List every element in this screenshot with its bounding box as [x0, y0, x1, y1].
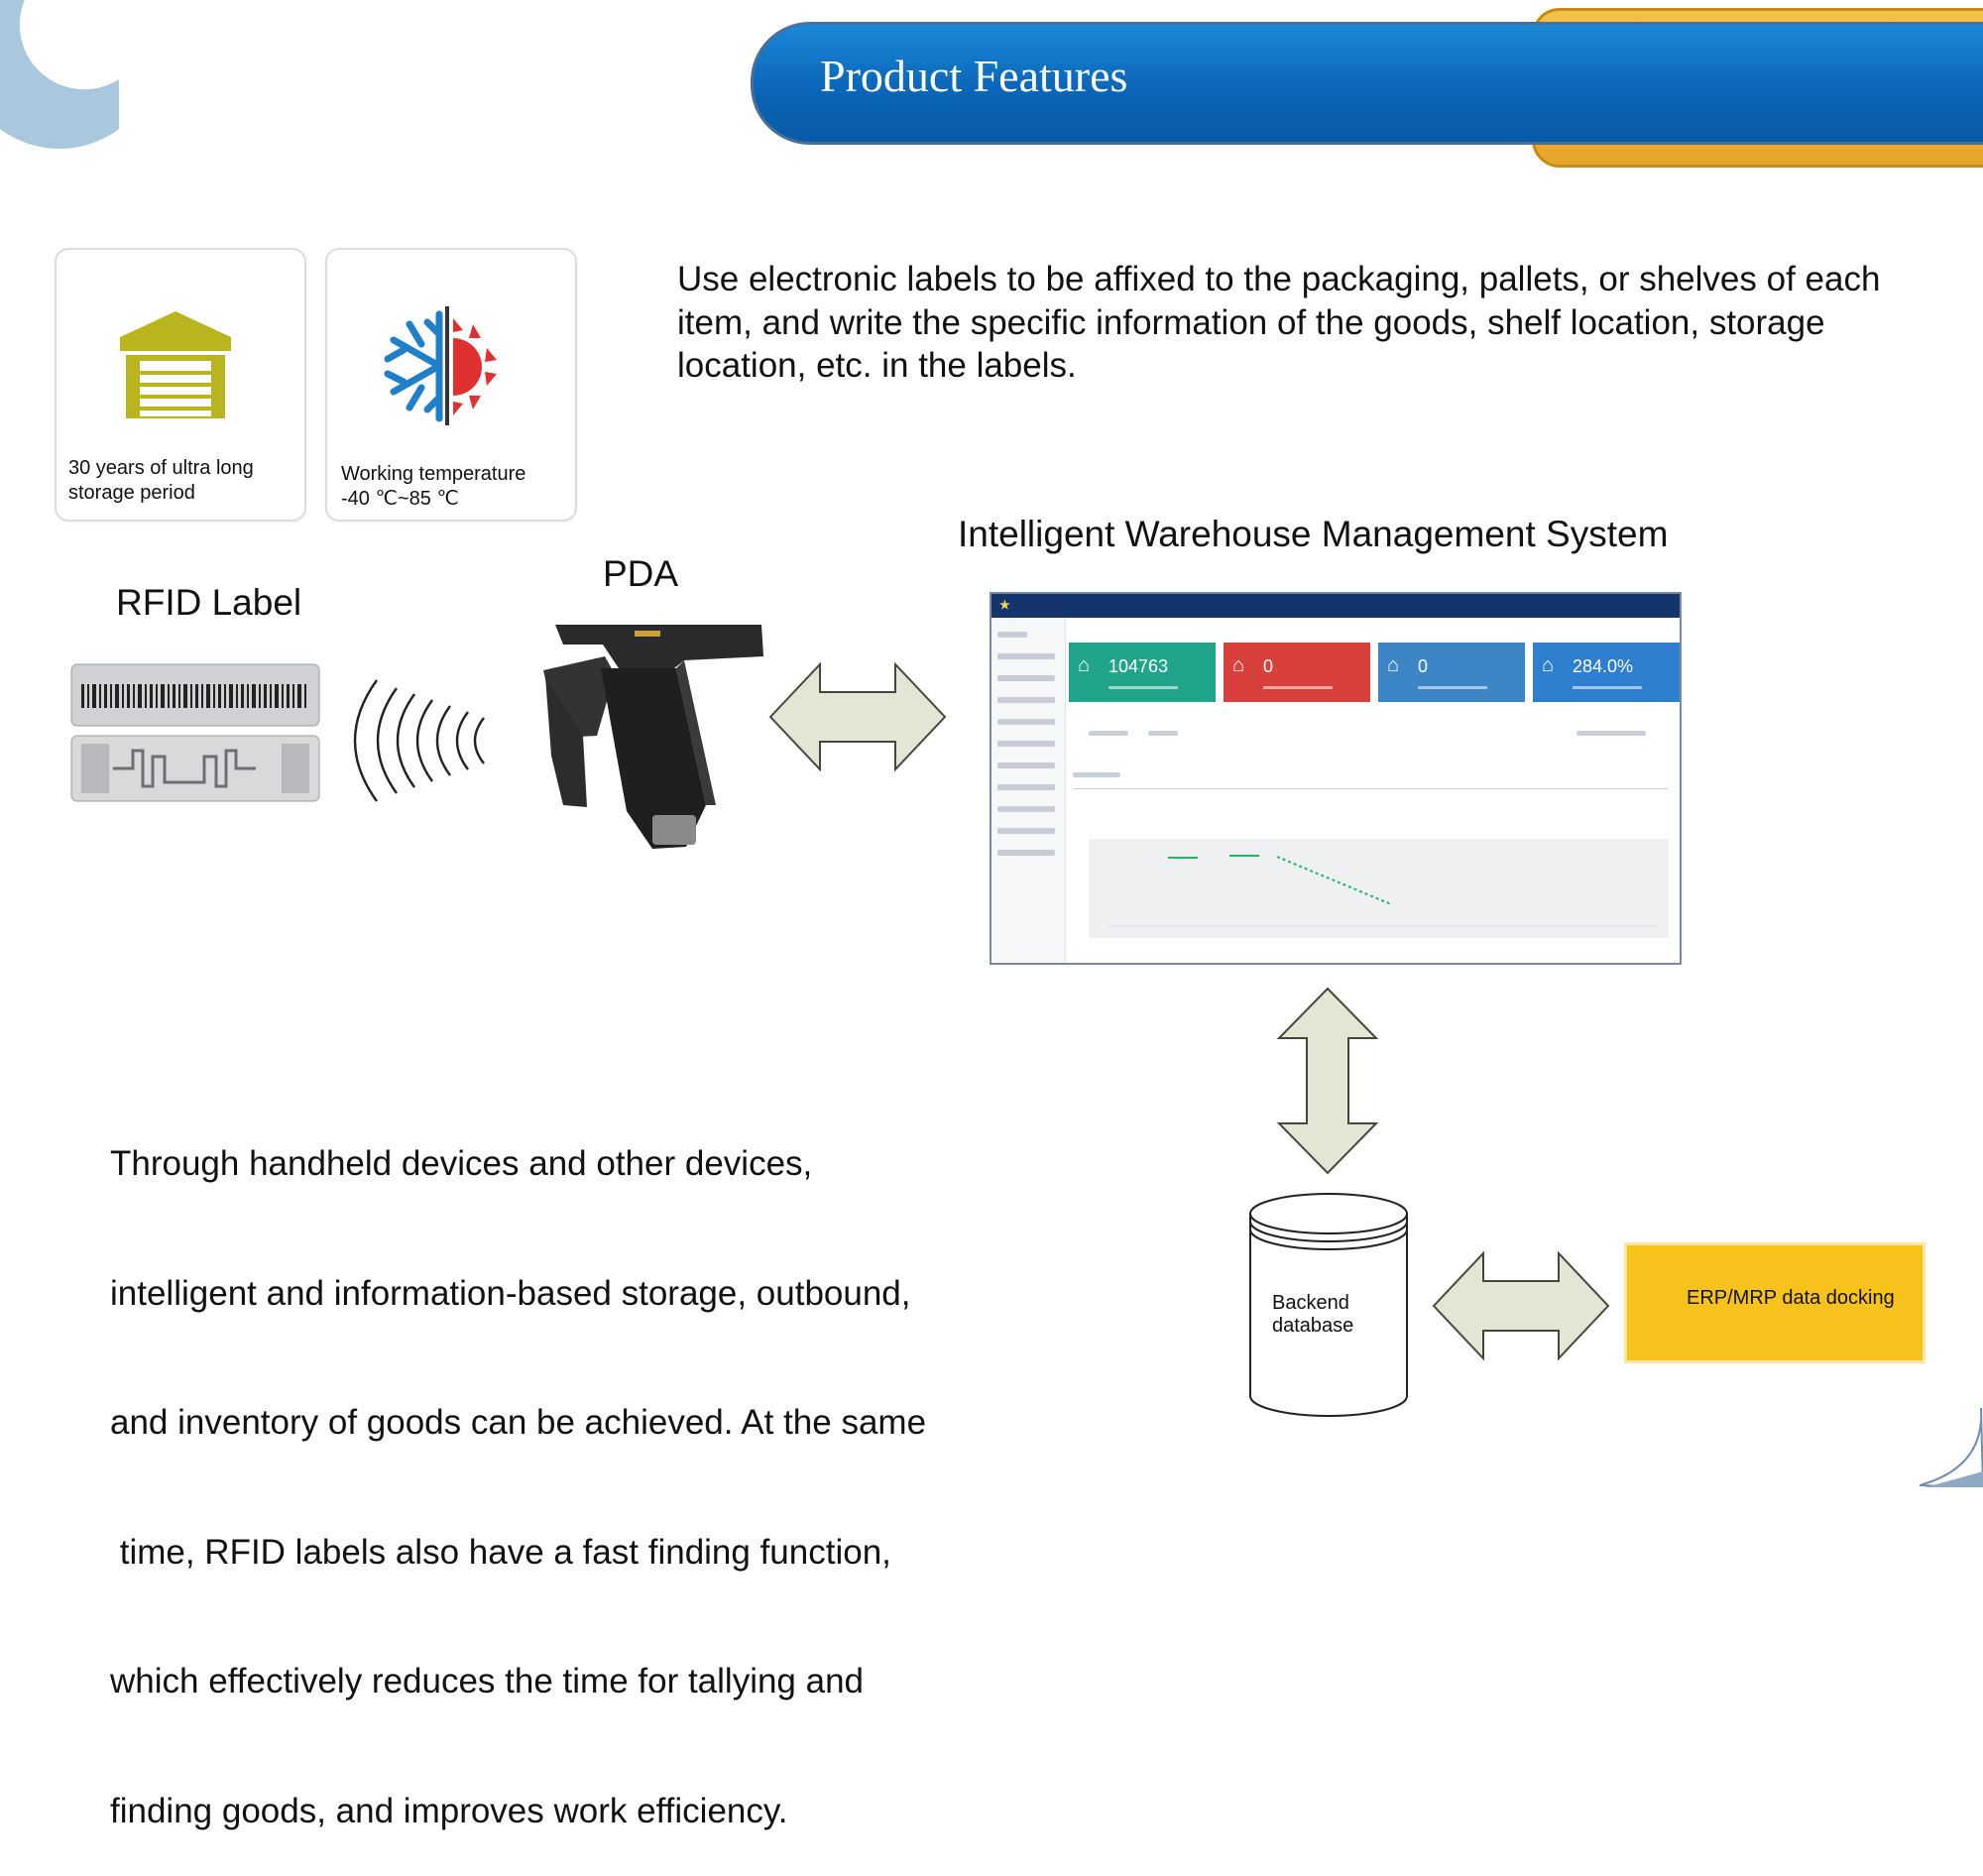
rfid-label-title: RFID Label [116, 582, 302, 623]
corner-decoration [1920, 1408, 1983, 1487]
feature-card-storage: 30 years of ultra long storage period [55, 248, 306, 522]
crescent-decoration [0, 0, 119, 149]
dashboard-stat-card: ⌂ 0 [1224, 643, 1370, 702]
dashboard-stat-card: ⌂ 0 [1378, 643, 1525, 702]
double-arrow-horizontal-db [1432, 1251, 1610, 1360]
database-cylinder-icon [1249, 1193, 1408, 1417]
system-title: Intelligent Warehouse Management System [958, 514, 1669, 554]
pda-title: PDA [603, 553, 679, 594]
feature-card-temperature: Working temperature -40 ℃~85 ℃ [325, 248, 577, 522]
dashboard-stat-card: ⌂ 104763 [1069, 643, 1216, 702]
double-arrow-vertical [1277, 987, 1378, 1175]
snowflake-sun-icon [384, 306, 497, 425]
warehouse-dashboard-screenshot: ★ ⌂ 104763 ⌂ 0 ⌂ 0 ⌂ 284.0% [990, 592, 1682, 965]
erp-mrp-box [1627, 1245, 1923, 1360]
summary-paragraph: Through handheld devices and other devic… [110, 1144, 927, 1830]
feature-text: Working temperature -40 ℃~85 ℃ [341, 463, 526, 510]
radio-waves-icon [353, 679, 485, 802]
page-title: Product Features [820, 51, 1128, 101]
intro-paragraph: Use electronic labels to be affixed to t… [677, 260, 1881, 385]
dashboard-line-chart [1089, 839, 1669, 938]
warehouse-icon [120, 311, 231, 418]
title-banner [751, 22, 1983, 145]
erp-mrp-label: ERP/MRP data docking [1687, 1287, 1895, 1309]
dashboard-logo: ★ [999, 598, 1010, 612]
database-label: Backend database [1272, 1292, 1354, 1337]
pda-device-image [543, 625, 763, 849]
rfid-tag-image [70, 663, 320, 802]
dashboard-sidebar [992, 618, 1066, 963]
double-arrow-horizontal [768, 662, 947, 771]
dashboard-stat-card: ⌂ 284.0% [1533, 643, 1680, 702]
feature-text: 30 years of ultra long storage period [68, 457, 254, 504]
dashboard-topbar [992, 594, 1680, 618]
